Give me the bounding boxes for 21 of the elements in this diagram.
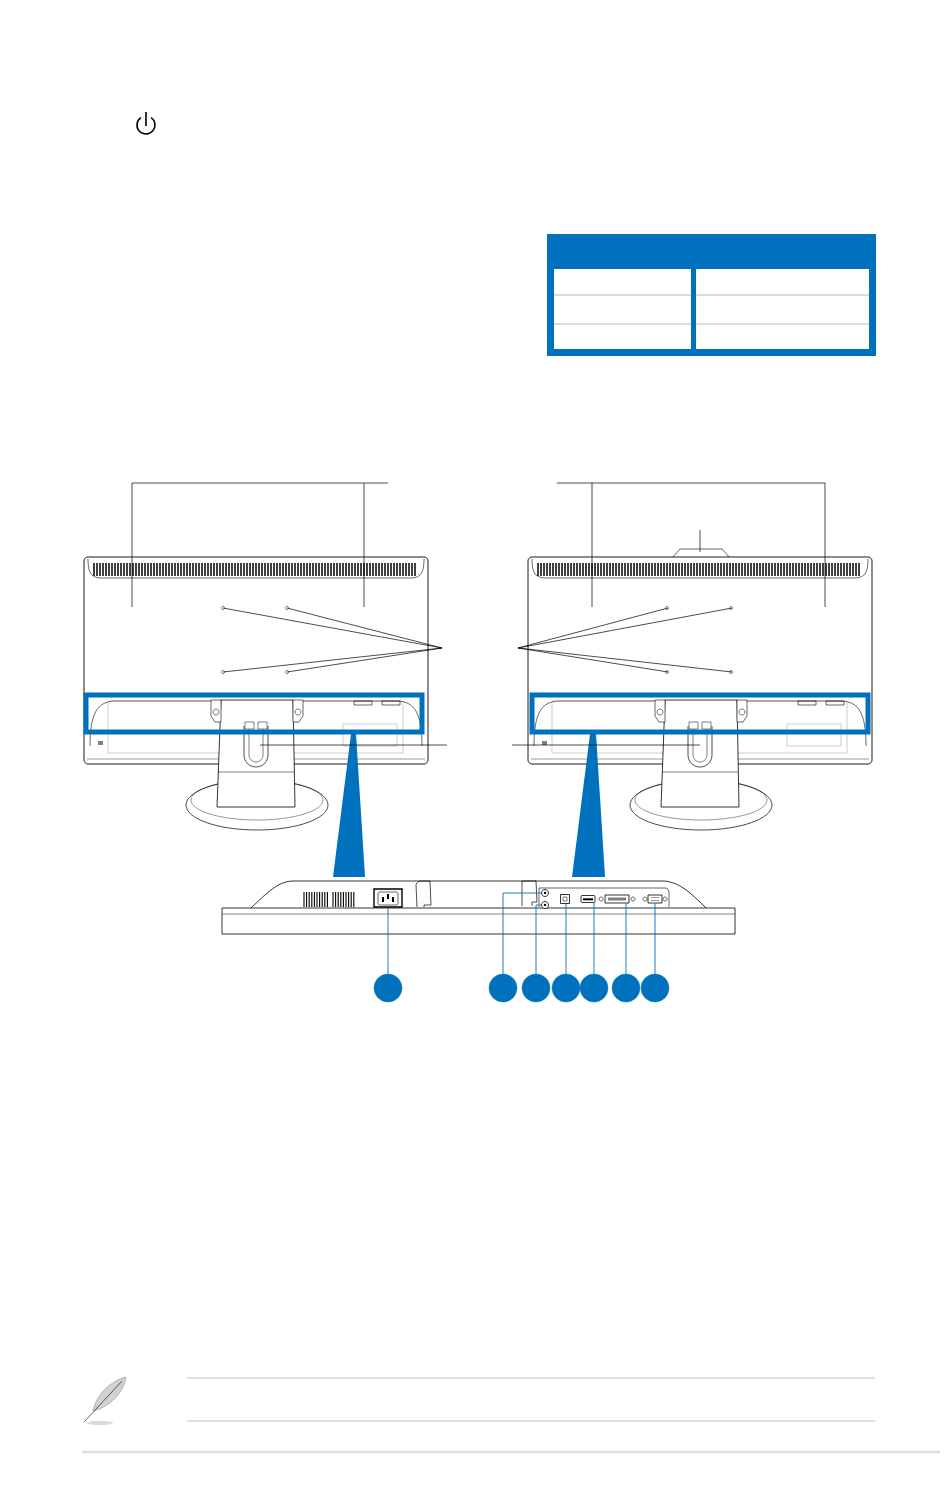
callout-circle xyxy=(611,973,641,1003)
usb-port xyxy=(560,894,570,904)
leader-line xyxy=(387,907,389,975)
leader-line xyxy=(654,902,656,975)
callout-circle xyxy=(640,973,670,1003)
callout-circle xyxy=(579,973,609,1003)
callout-circle xyxy=(521,973,551,1003)
audio-jack xyxy=(541,901,549,909)
callout-circle xyxy=(551,973,581,1003)
callout-circle xyxy=(488,973,518,1003)
power-socket xyxy=(373,888,403,908)
leader-line xyxy=(593,902,595,975)
leader-line xyxy=(535,904,542,975)
leader-line xyxy=(565,903,567,975)
vga-port xyxy=(642,894,668,904)
callout-circle xyxy=(373,973,403,1003)
leader-line xyxy=(502,892,542,975)
usb-port xyxy=(580,895,596,903)
leader-line xyxy=(625,902,627,975)
dvi-port xyxy=(598,894,636,904)
audio-jack xyxy=(541,889,549,897)
